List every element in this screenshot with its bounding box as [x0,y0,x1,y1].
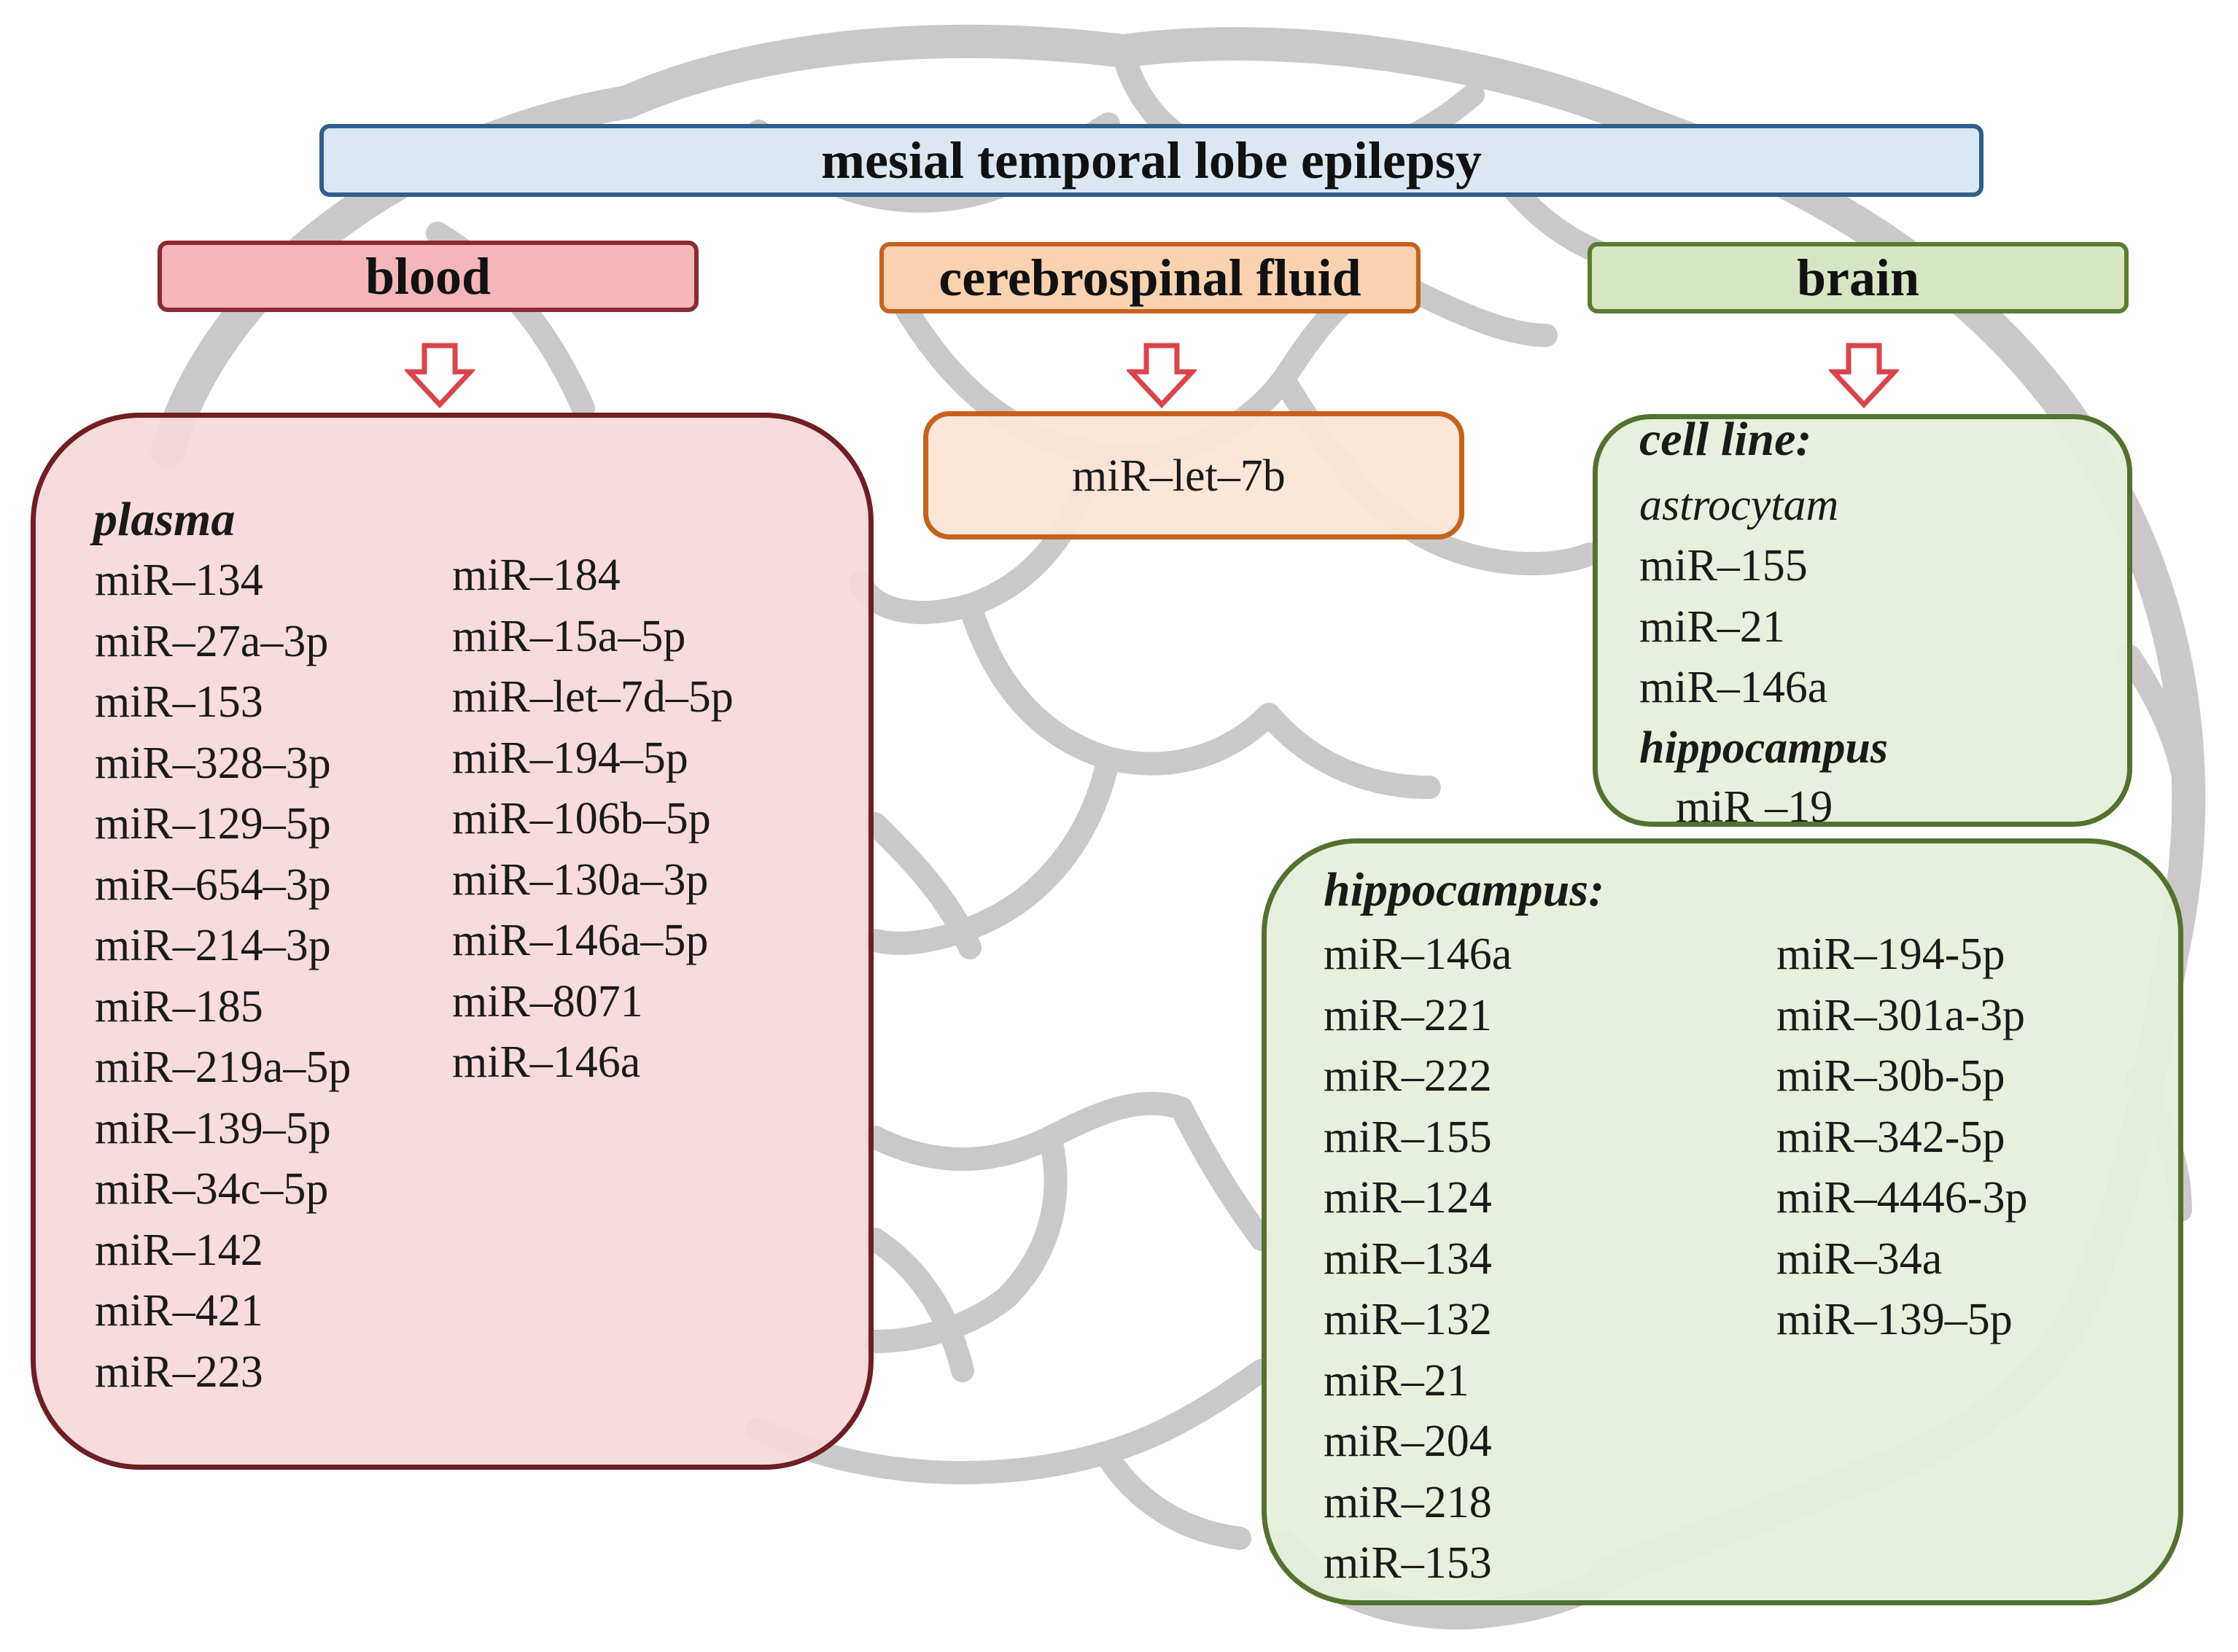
cell-line-panel [1593,414,2132,827]
blood-mirna-list-2: miR–184 miR–15a–5p miR–let–7d–5p miR–194–5p… [452,545,734,1094]
down-arrow-icon [405,343,475,408]
blood-mirna-list-1: miR–134 miR–27a–3p miR–153 miR–328–3p miR–12… [95,550,351,1403]
hippocampus-mirna-list-1: miR–146a miR–221 miR–222 miR–155 miR–124 miR–… [1324,924,1512,1594]
mirna-item: miR–214–3p [95,921,331,970]
csf-mirna-item: miR–let–7b [1072,451,1286,501]
blood-header: blood [158,241,699,312]
mirna-item: miR–219a–5p [95,1043,351,1092]
title-text: mesial temporal lobe epilepsy [821,130,1482,190]
astrocytam-mirna-list: miR–155 miR–21 miR–146a [1639,536,1827,719]
mirna-item: miR–4446-3p [1776,1173,2028,1223]
mirna-item: miR–204 [1324,1417,1492,1466]
csf-panel [923,411,1464,539]
mirna-item: miR–184 [452,550,621,600]
mirna-item: miR–139–5p [1776,1295,2013,1344]
mirna-item: miR–146a [1324,930,1512,979]
mirna-item: miR–421 [95,1286,263,1336]
hippocampus-label: hippocampus: [1324,863,1605,916]
cell-hippocampus-mirna-item: miR –19 [1676,782,1833,832]
mirna-item: miR–134 [95,556,263,605]
mirna-item: miR–142 [95,1225,263,1275]
mirna-item: miR–155 [1639,541,1808,591]
title-box: mesial temporal lobe epilepsy [319,124,1983,197]
brain-header-text: brain [1796,248,1920,307]
mirna-item: miR–30b-5p [1776,1051,2005,1101]
mirna-item: miR–34a [1776,1234,1943,1284]
blood-plasma-panel [31,413,874,1470]
mirna-item: miR–221 [1324,990,1492,1040]
mirna-item: miR–155 [1324,1112,1492,1162]
cell-hippocampus-label: hippocampus [1639,723,1889,773]
mirna-item: miR–15a–5p [452,611,686,661]
blood-header-text: blood [365,246,491,305]
mirna-item: miR–let–7d–5p [452,672,734,722]
mirna-item: miR–124 [1324,1173,1492,1223]
down-arrow-icon [1127,343,1197,408]
mirna-item: miR–132 [1324,1295,1492,1344]
mirna-item: miR–139–5p [95,1103,331,1153]
mirna-item: miR–8071 [452,976,643,1026]
plasma-label: plasma [93,493,236,546]
mirna-item: miR–223 [95,1347,263,1397]
down-arrow-icon [1829,343,1899,408]
mirna-item: miR–342-5p [1776,1112,2005,1162]
hippocampus-panel [1262,838,2183,1605]
astrocytam-label: astrocytam [1639,480,1839,530]
cell-line-label: cell line: [1639,413,1812,466]
mirna-item: miR–185 [95,981,263,1032]
mirna-item: miR–153 [1324,1538,1492,1588]
mirna-item: miR–146a–5p [452,916,709,965]
mirna-item: miR–129–5p [95,799,331,849]
mirna-item: miR–153 [95,677,263,727]
mirna-item: miR–106b–5p [452,794,711,843]
mirna-item: miR–134 [1324,1234,1492,1284]
mirna-item: miR–301a-3p [1776,990,2025,1040]
mirna-item: miR–218 [1324,1477,1492,1527]
mirna-item: miR–222 [1324,1051,1492,1101]
mirna-item: miR–34c–5p [95,1164,329,1214]
mirna-item: miR–146a [452,1037,641,1087]
hippocampus-mirna-list-2: miR–194-5p miR–301a-3p miR–30b-5p miR–342-5… [1776,924,2027,1351]
brain-header: brain [1588,242,2129,313]
mirna-item: miR–27a–3p [95,616,329,666]
csf-header-text: cerebrospinal fluid [939,248,1361,307]
csf-header: cerebrospinal fluid [879,242,1421,313]
mirna-item: miR–130a–3p [452,854,709,905]
mirna-item: miR–194–5p [452,733,688,783]
mirna-item: miR–21 [1639,601,1785,652]
mirna-item: miR–194-5p [1776,930,2005,979]
mirna-item: miR–654–3p [95,860,331,910]
mirna-item: miR–146a [1639,663,1828,712]
mirna-item: miR–328–3p [95,738,331,788]
mirna-item: miR–21 [1324,1355,1469,1406]
